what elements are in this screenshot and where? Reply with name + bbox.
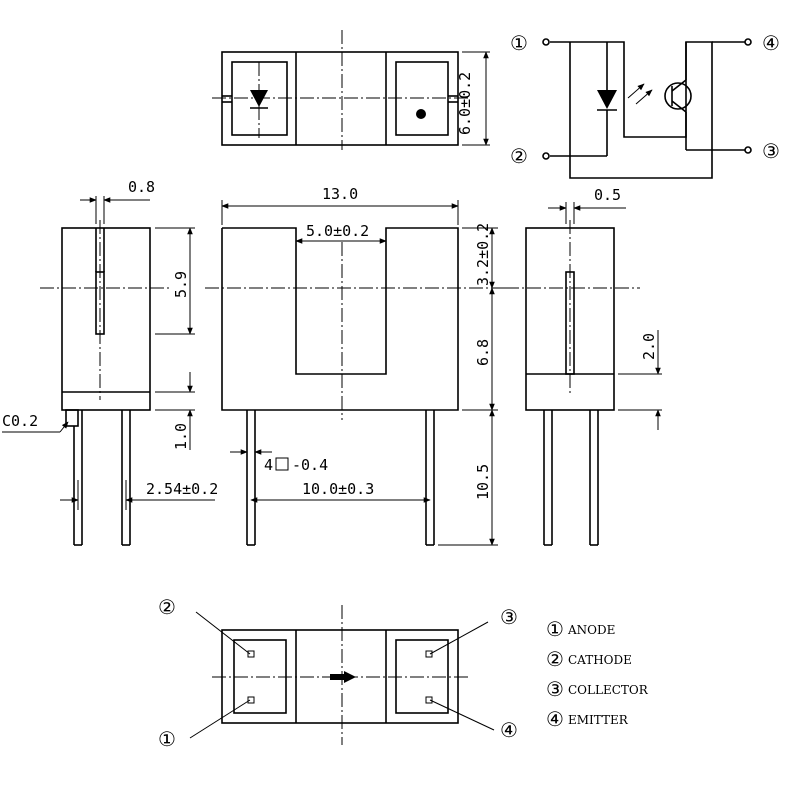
dim-base-height: 1.0 [172,423,190,450]
schematic-pin-4-terminal [744,38,752,46]
schematic-pin-2-terminal [542,152,550,160]
schematic: ① ② ④ ③ [510,31,780,179]
right-side-view: 0.5 2.0 [505,186,662,546]
bottom-pin-1-label: ① [158,727,176,751]
pad-pin-3 [425,650,433,658]
bottom-view: ② ① ③ ④ [158,595,518,751]
legend-label-anode: ANODE [567,623,615,637]
legend-label-emitter: EMITTER [568,713,629,727]
bottom-pin-4-label: ④ [500,718,518,742]
dim-right-window: 2.0 [640,333,658,360]
schematic-phototransistor-icon [664,82,692,110]
dim-right-slot-width: 0.5 [594,186,621,204]
dim-slot-width: 5.0±0.2 [306,222,369,240]
dim-lead-spacing-side: 2.54±0.2 [146,480,218,498]
bottom-pin-2-label: ② [158,595,176,619]
schematic-led-icon [597,90,617,109]
dim-lead-count: 4 [264,456,273,474]
left-view-body [61,227,151,411]
direction-arrow-icon [344,671,356,683]
schematic-pin-3-terminal [744,146,752,154]
schematic-pin-1-label: ① [510,31,528,55]
dim-chamfer: C0.2 [2,412,38,430]
pad-pin-4 [425,696,433,704]
dim-top-height: 6.0±0.2 [456,72,474,135]
dim-overall-length: 13.0 [322,185,358,203]
front-view-body [221,227,459,411]
legend-num-2: ② [546,647,564,671]
dim-slot-depth: 6.8 [474,339,492,366]
dim-side-height: 5.9 [172,271,190,298]
legend-num-1: ① [546,617,564,641]
pin-legend: ① ANODE ② CATHODE ③ COLLECTOR ④ EMITTER [546,617,649,731]
square-symbol-icon [275,457,289,471]
top-view: 6.0±0.2 [212,30,490,150]
legend-label-collector: COLLECTOR [568,683,649,697]
pad-pin-2 [247,650,255,658]
left-side-view: 0.8 5.9 1.0 C0.2 2.54±0.2 [2,178,218,546]
legend-num-4: ④ [546,707,564,731]
bottom-pin-3-label: ③ [500,605,518,629]
pad-pin-1 [247,696,255,704]
schematic-pin-4-label: ④ [762,31,780,55]
schematic-pin-1-terminal [542,38,550,46]
dim-lead-spacing-front: 10.0±0.3 [302,480,374,498]
dim-upper-height: 3.2±0.2 [474,223,492,286]
schematic-pin-2-label: ② [510,144,528,168]
dim-lead-length: 10.5 [474,464,492,500]
legend-label-cathode: CATHODE [568,653,632,667]
dim-lead-square: -0.4 [292,456,328,474]
top-view-sensor-dot [416,109,426,119]
dim-lead-pitch-side: 0.8 [128,178,155,196]
front-view: 13.0 5.0±0.2 3.2±0.2 6.8 10.5 4 -0.4 10.… [205,185,505,546]
schematic-pin-3-label: ③ [762,139,780,163]
legend-num-3: ③ [546,677,564,701]
